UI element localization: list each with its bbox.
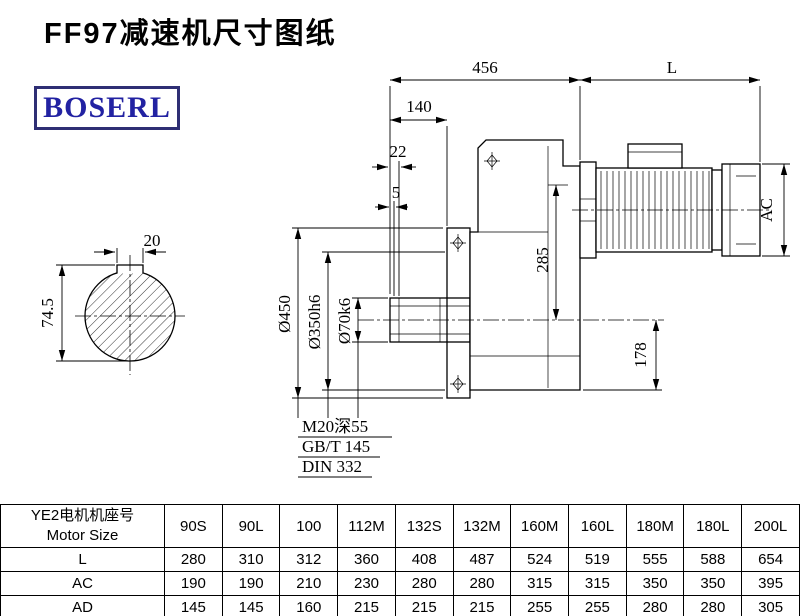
cell: 312 [279, 547, 339, 572]
shaft-section-view [75, 255, 185, 375]
cell: 280 [164, 547, 223, 572]
cell: 210 [279, 571, 339, 596]
cell: 315 [568, 571, 627, 596]
dim-label-bore-dia: Ø70k6 [335, 298, 354, 344]
cell: 654 [741, 547, 800, 572]
table-row-AD: AD 145 145 160 215 215 215 255 255 280 2… [0, 595, 800, 616]
motor-size-header-en: Motor Size [46, 527, 119, 544]
dim-label-key-width: 20 [144, 231, 161, 250]
dim-label-L: L [667, 58, 677, 77]
cell: 190 [221, 571, 281, 596]
cell: 280 [452, 571, 512, 596]
cell: 555 [625, 547, 685, 572]
cell: 524 [510, 547, 570, 572]
cell: 160 [279, 595, 339, 616]
cell: 215 [394, 595, 454, 616]
cell: 360 [337, 547, 396, 572]
size-col-header: 132S [394, 504, 454, 548]
brand-logo: BOSERL [34, 86, 180, 130]
cell: 519 [568, 547, 627, 572]
dim-label-key-height: 74.5 [38, 298, 57, 328]
row-label: L [0, 547, 165, 572]
dim-label-178: 178 [631, 342, 650, 368]
dim-bore-dia: Ø70k6 [335, 297, 388, 418]
table-row-L: L 280 310 312 360 408 487 524 519 555 58… [0, 547, 800, 572]
dim-label-spigot-dia: Ø350h6 [305, 295, 324, 350]
cell: 487 [452, 547, 512, 572]
cell: 230 [337, 571, 396, 596]
row-label: AC [0, 571, 165, 596]
cell: 190 [164, 571, 223, 596]
size-col-header: 112M [337, 504, 396, 548]
dim-285: 285 [533, 184, 568, 320]
dim-spigot-dia: Ø350h6 [305, 251, 445, 418]
technical-drawing: 20 74.5 [38, 58, 790, 478]
motor-size-table: YE2电机机座号 Motor Size 90S 90L 100 112M 132… [0, 504, 800, 616]
cell: 255 [510, 595, 570, 616]
cell: 255 [568, 595, 627, 616]
dim-label-22: 22 [390, 142, 407, 161]
gearbox-main-view [358, 139, 772, 399]
cell: 145 [164, 595, 223, 616]
gear-housing [469, 139, 581, 391]
terminal-box [627, 143, 683, 169]
size-col-header: 90L [221, 504, 281, 548]
size-col-header: 200L [741, 504, 800, 548]
section-centerlines [75, 255, 185, 375]
note-gb-standard: GB/T 145 [302, 437, 370, 456]
dim-178: 178 [583, 320, 662, 391]
dim-22: 22 [372, 142, 416, 296]
cell: 350 [683, 571, 743, 596]
size-col-header: 160M [510, 504, 570, 548]
size-col-header: 90S [164, 504, 223, 548]
cell: 305 [741, 595, 800, 616]
motor-size-header-cn: YE2电机机座号 [30, 506, 135, 524]
cell: 280 [394, 571, 454, 596]
size-col-header: 132M [452, 504, 512, 548]
shaft-bore-notes: M20深55 GB/T 145 DIN 332 [298, 417, 392, 478]
table-row-AC: AC 190 190 210 230 280 280 315 315 350 3… [0, 571, 800, 596]
cell: 215 [337, 595, 396, 616]
size-col-header: 180L [683, 504, 743, 548]
cell: 395 [741, 571, 800, 596]
cell: 350 [625, 571, 685, 596]
dim-label-5: 5 [392, 183, 401, 202]
row-label: AD [0, 595, 165, 616]
motor [579, 143, 761, 259]
note-din-standard: DIN 332 [302, 457, 362, 476]
dim-keyway-height: 74.5 [38, 264, 128, 362]
cell: 145 [221, 595, 281, 616]
dim-keyway-width: 20 [94, 231, 166, 263]
dim-label-285: 285 [533, 247, 552, 273]
dim-label-AC: AC [757, 198, 776, 222]
table-header-row: YE2电机机座号 Motor Size 90S 90L 100 112M 132… [0, 504, 800, 548]
cell: 315 [510, 571, 570, 596]
size-col-header: 100 [279, 504, 339, 548]
dim-5: 5 [375, 183, 408, 296]
dim-AC: AC [757, 163, 790, 257]
cell: 408 [394, 547, 454, 572]
dim-label-flange-dia: Ø450 [275, 295, 294, 333]
cell: 280 [625, 595, 685, 616]
cell: 310 [221, 547, 281, 572]
size-col-header: 160L [568, 504, 627, 548]
dim-L: L [580, 58, 761, 162]
dim-flange-dia: Ø450 [275, 227, 443, 418]
cell: 588 [683, 547, 743, 572]
page-title: FF97减速机尺寸图纸 [44, 18, 337, 50]
dim-label-456: 456 [472, 58, 498, 77]
size-col-header: 180M [625, 504, 685, 548]
dim-label-140: 140 [406, 97, 432, 116]
dim-140: 140 [390, 97, 448, 226]
cell: 280 [683, 595, 743, 616]
cell: 215 [452, 595, 512, 616]
table-header-motor-size: YE2电机机座号 Motor Size [0, 504, 165, 548]
note-tapped-hole: M20深55 [302, 417, 368, 436]
